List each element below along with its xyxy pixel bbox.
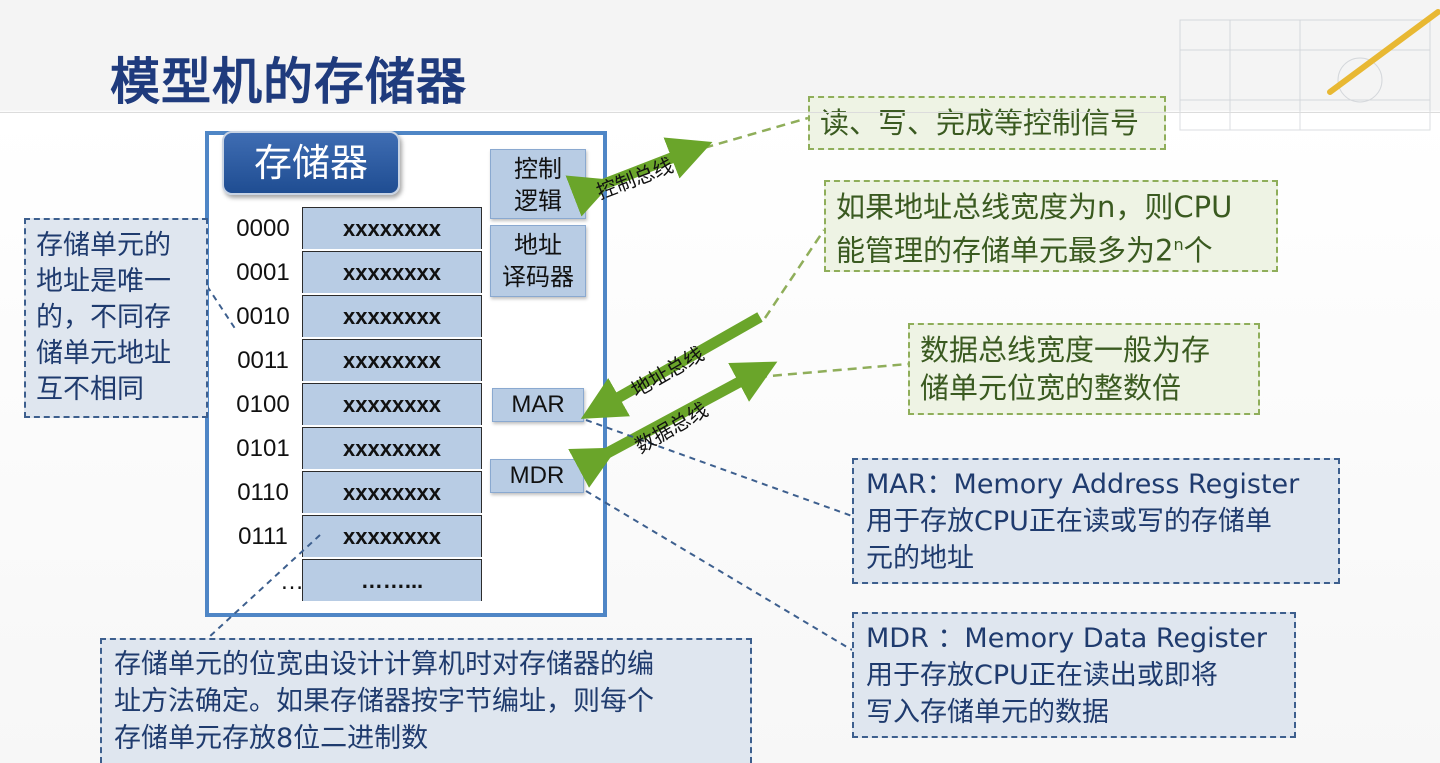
address-decoder-box: 地址 译码器 (490, 225, 586, 297)
note-sup: n (1173, 235, 1184, 254)
memory-cell: xxxxxxxx (302, 339, 482, 381)
memory-cell: xxxxxxxx (302, 427, 482, 469)
page-title: 模型机的存储器 (110, 53, 467, 111)
control-bus-arrow (565, 137, 713, 217)
address-label: 0100 (236, 391, 290, 418)
note-text: 存储单元的位宽由设计计算机时对存储器的编 (114, 649, 654, 680)
note-text: 数据总线宽度一般为存 (920, 333, 1211, 367)
note-text: 地址是唯一 (36, 266, 171, 297)
mdr-description-note: MDR ：Memory Data Register 用于存放CPU正在读出或即将… (852, 612, 1296, 738)
address-label: 0000 (236, 215, 290, 242)
note-text: MAR：Memory Address Register (866, 469, 1300, 500)
control-logic-line: 控制 (514, 155, 562, 183)
note-text: 存储单元的 (36, 230, 171, 261)
unique-address-note: 存储单元的 地址是唯一 的，不同存 储单元地址 互不相同 (24, 218, 208, 418)
memory-cell: xxxxxxxx (302, 515, 482, 557)
note-text: MDR ：Memory Data Register (866, 623, 1268, 654)
note-text: 如果地址总线宽度为n，则CPU (836, 190, 1233, 224)
note-text: 读、写、完成等控制信号 (820, 106, 1140, 140)
memory-cells: xxxxxxxx xxxxxxxx xxxxxxxx xxxxxxxx xxxx… (302, 207, 482, 603)
note-text: 互不相同 (36, 374, 144, 405)
mar-register: MAR (492, 388, 584, 422)
control-logic-line: 逻辑 (514, 187, 562, 215)
address-label: 0010 (236, 303, 290, 330)
address-width-note: 如果地址总线宽度为n，则CPU 能管理的存储单元最多为2n个 (824, 180, 1278, 272)
pencil-icon (1327, 9, 1440, 95)
note-text: 用于存放CPU正在读或写的存储单 (866, 506, 1272, 537)
memory-cell: xxxxxxxx (302, 251, 482, 293)
note-text: 写入存储单元的数据 (866, 697, 1109, 728)
note-text: 能管理的存储单元最多为2 (836, 233, 1174, 268)
data-width-note: 数据总线宽度一般为存 储单元位宽的整数倍 (908, 323, 1260, 415)
note-text: 个 (1183, 233, 1213, 268)
memory-cell: xxxxxxxx (302, 383, 482, 425)
note-text: 存储单元存放8位二进制数 (114, 723, 429, 754)
address-decoder-line: 译码器 (502, 263, 574, 291)
note-text: 储单元位宽的整数倍 (920, 371, 1182, 405)
note-text: 址方法确定。如果存储器按字节编址，则每个 (114, 686, 654, 717)
address-label: 0101 (236, 435, 290, 462)
mar-description-note: MAR：Memory Address Register 用于存放CPU正在读或写… (852, 458, 1340, 584)
address-label: … (280, 568, 304, 595)
address-label: 0001 (236, 259, 290, 286)
memory-cell: xxxxxxxx (302, 295, 482, 337)
note-text: 储单元地址 (36, 338, 171, 369)
address-label: 0011 (237, 347, 289, 374)
memory-cell: ……... (302, 559, 482, 601)
address-label: 0111 (238, 523, 288, 550)
note-text: 用于存放CPU正在读出或即将 (866, 660, 1218, 691)
memory-badge: 存储器 (222, 131, 400, 195)
cell-width-note: 存储单元的位宽由设计计算机时对存储器的编 址方法确定。如果存储器按字节编址，则每… (100, 638, 752, 763)
memory-cell: xxxxxxxx (302, 207, 482, 249)
note-text: 元的地址 (866, 543, 974, 574)
data-bus-arrow (568, 361, 778, 488)
address-label: 0110 (237, 479, 289, 506)
control-signals-note: 读、写、完成等控制信号 (808, 96, 1166, 150)
address-decoder-line: 地址 (514, 231, 562, 259)
title-divider (0, 112, 1440, 113)
note-text: 的，不同存 (36, 302, 171, 333)
memory-cell: xxxxxxxx (302, 471, 482, 513)
